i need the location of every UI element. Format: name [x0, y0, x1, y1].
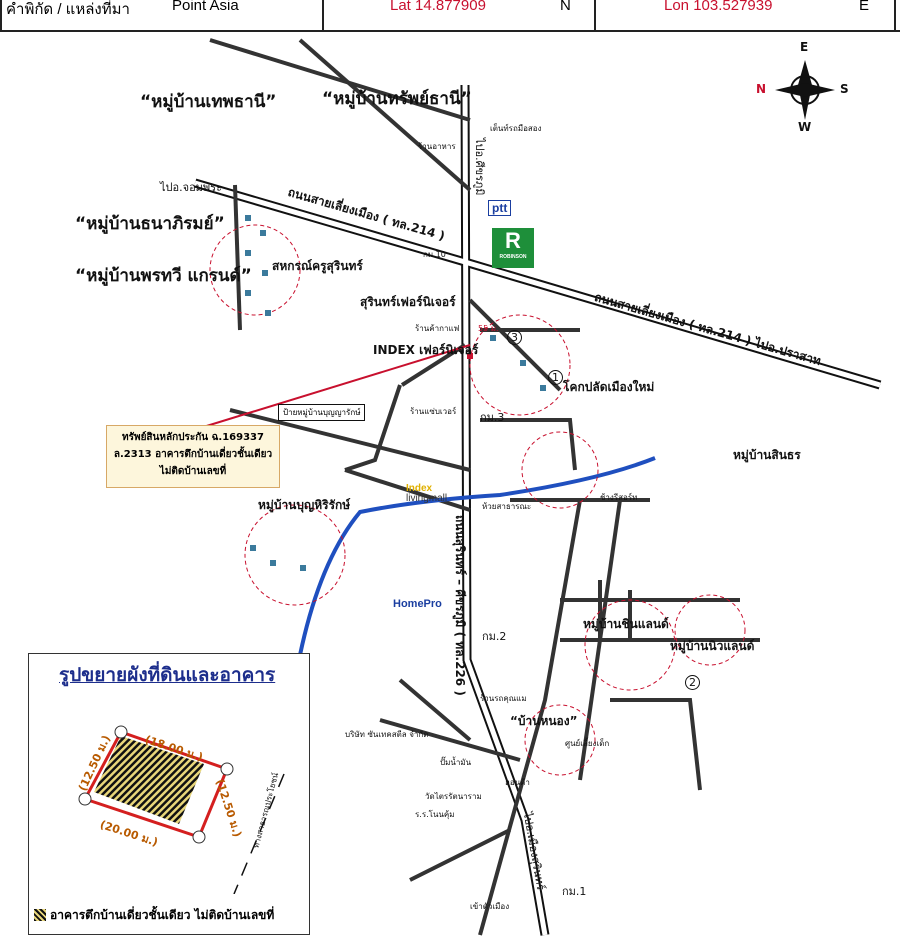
village-ban-nong: “บ้านหนอง” [510, 714, 578, 728]
road-to-chom-phra: ไปอ.จอมพระ [160, 181, 222, 194]
map-roads [193, 38, 882, 936]
place-center: ศูนย์เลี้ยงเด็ก [565, 739, 610, 748]
km1-marker: กม.1 [562, 885, 587, 898]
livingmall-text: livingmall [406, 493, 448, 504]
compass: E N S W [756, 40, 850, 140]
village-phorn-thawee: “หมู่บ้านพรทวี แกรนด์” [75, 266, 252, 286]
km2-marker: กม.2 [482, 630, 507, 643]
note-line-3: ไม่ติดบ้านเลขที่ [159, 466, 227, 477]
place-coffee: ร้านค้ากาแฟ [415, 324, 460, 333]
property-marker [467, 353, 473, 359]
plot-inset: รูปขยายผังที่ดินและอาคาร (18.00 ม.) (20.… [28, 653, 310, 935]
place-chang-resort: ช้างรีสอร์ท [600, 493, 638, 502]
houses [245, 215, 546, 571]
robinson-text: ROBINSON [499, 254, 527, 260]
note-line-2: ล.2313 อาคารตึกบ้านเดี่ยวชั้นเดียว [113, 449, 273, 460]
collateral-note: ทรัพย์สินหลักประกัน ฉ.169337 ล.2313 อาคา… [106, 425, 280, 488]
place-car-shop: ร้านรถคุณแม [480, 694, 527, 703]
place-huai: ห้วยสาธารณะ [482, 502, 532, 511]
marker-3: 3 [507, 330, 522, 345]
note-line-1: ทรัพย์สินหลักประกัน ฉ.169337 [122, 432, 264, 443]
building-footprint [94, 736, 204, 824]
place-coop: สหกรณ์ครูสุรินทร์ [272, 259, 363, 273]
lon-cell: Lon 103.527939 E [594, 0, 896, 30]
km10-marker: กม.10 [423, 250, 446, 259]
pointer-line [199, 344, 471, 429]
compass-s: S [840, 82, 849, 96]
road-label-226: ถนนสุรินทร์ – ศีขรภูมิ ( ทล.226 ) [453, 515, 467, 696]
legend-text: อาคารตึกบ้านเดี่ยวชั้นเดียว ไม่ติดบ้านเล… [50, 908, 275, 922]
village-sinthon: หมู่บ้านสินธร [733, 448, 801, 462]
place-index-furniture: INDEX เฟอร์นิเจอร์ [373, 343, 479, 357]
place-gas: ปั๊มน้ำมัน [440, 758, 472, 767]
compass-rose-icon [775, 60, 835, 120]
plot-diagram [78, 725, 285, 894]
village-thep-thani: “หมู่บ้านเทพธานี” [140, 92, 277, 112]
lat-dir: N [560, 0, 571, 14]
km3-marker: กม.3 [480, 411, 505, 424]
lat-cell: Lat 14.877909 N [320, 0, 596, 30]
inset-legend: อาคารตึกบ้านเดี่ยวชั้นเดียว ไม่ติดบ้านเล… [34, 906, 274, 925]
village-sign: ป้ายหมู่บ้านบุญญารักษ์ [278, 404, 366, 421]
village-bunyarak: หมู่บ้านบุญหิริรักษ์ [258, 498, 351, 512]
river [298, 456, 656, 656]
place-tent: เต็นท์รถมือสอง [490, 124, 542, 133]
compass-w: W [798, 120, 812, 134]
place-kok-plad: โคกปลัดเมืองใหม่ [563, 380, 655, 394]
marker-2: 2 [685, 675, 700, 690]
ptt-logo: ptt [488, 200, 512, 216]
minor-roads [209, 38, 760, 936]
lon-dir: E [859, 0, 870, 14]
robinson-mark: R [505, 228, 521, 253]
place-honda: ฮอนด้า [505, 778, 530, 787]
inset-title: รูปขยายผังที่ดินและอาคาร [59, 664, 276, 686]
road-to-sikhoraphum: ไปอ.ศีขรภูมิ [473, 138, 486, 196]
coordinates-header: คำพิกัด / แหล่งที่มา Point Asia Lat 14.8… [0, 0, 900, 32]
village-chindan: หมู่บ้านชินแลนด์ [583, 617, 669, 631]
place-company: บริษัท ซันเทคสตีล จำกัด [345, 730, 429, 739]
lat-value: Lat 14.877909 [390, 0, 486, 14]
hatch-swatch [34, 909, 46, 921]
place-school: ร.ร.โนนคุ้ม [415, 810, 455, 819]
place-surin-furniture: สุรินทร์เฟอร์นิเจอร์ [360, 295, 456, 309]
village-sap-thani: “หมู่บ้านทรัพย์ธานี” [322, 89, 472, 109]
compass-n: N [756, 82, 767, 96]
source-cell: คำพิกัด / แหล่งที่มา Point Asia [0, 0, 324, 30]
place-restaurant: ร้านอาหาร [418, 142, 456, 151]
village-nivland: หมู่บ้านนิวแลนด์ [670, 639, 755, 653]
place-shop-sab: ร้านแซ่บเวอร์ [410, 407, 457, 416]
landmark-label: คำพิกัด / แหล่งที่มา [6, 1, 130, 18]
index-text: Index [406, 483, 433, 494]
lon-value: Lon 103.527939 [664, 0, 773, 14]
distance-label: 55 ม. [478, 324, 499, 333]
marker-1: 1 [548, 370, 563, 385]
homepro-logo: HomePro [393, 598, 442, 610]
village-circles [209, 224, 746, 776]
source-value: Point Asia [172, 0, 239, 14]
compass-e: E [800, 40, 809, 54]
place-wat: วัดไตรรัตนาราม [425, 792, 482, 801]
road-to-city-south: เข้าตัวเมือง [470, 902, 510, 911]
village-thana-phirom: “หมู่บ้านธนาภิรมย์” [75, 214, 225, 234]
